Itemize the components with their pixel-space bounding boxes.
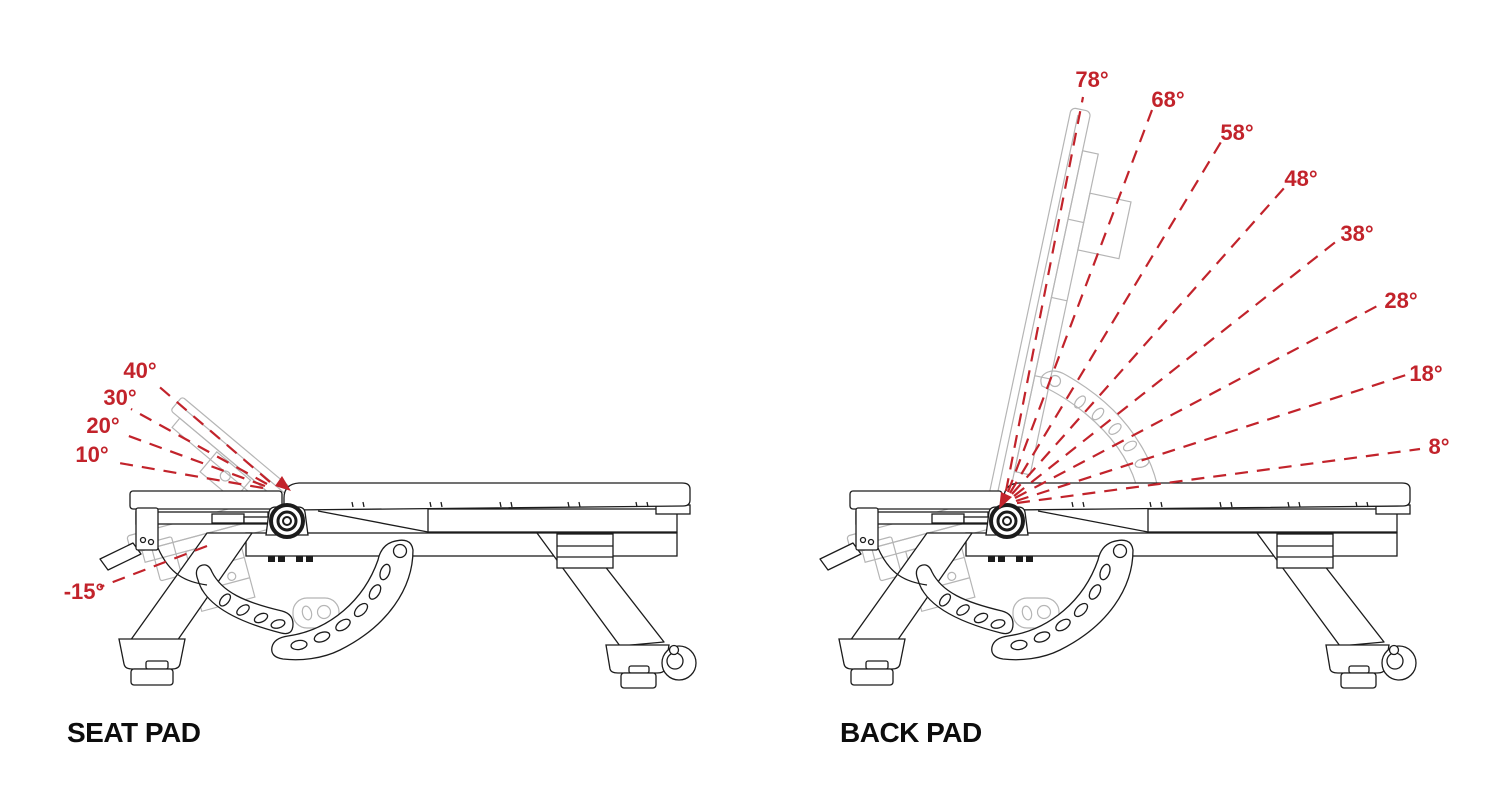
seat-angle-line-20 bbox=[125, 433, 266, 488]
back-angle-line-78 bbox=[1004, 96, 1085, 492]
back-angle-label-8: 8° bbox=[1428, 434, 1449, 459]
back-pad-title: BACK PAD bbox=[840, 717, 982, 748]
seat-angle-line-10 bbox=[118, 461, 264, 490]
back-pad-diagram: 78° 68° 58° 48° 38° 28° 18° 8° BACK PAD bbox=[818, 67, 1450, 748]
seat-angle-label-10: 10° bbox=[75, 442, 108, 467]
back-angle-arrowhead-icon bbox=[999, 492, 1012, 509]
back-angle-label-28: 28° bbox=[1384, 288, 1417, 313]
seat-angle-label-40: 40° bbox=[123, 358, 156, 383]
back-angle-line-28 bbox=[1014, 303, 1382, 499]
seat-angle-line-30 bbox=[130, 408, 268, 485]
seat-angle-label-neg15: -15° bbox=[64, 579, 105, 604]
seat-pad-title: SEAT PAD bbox=[67, 717, 201, 748]
back-angle-label-68: 68° bbox=[1151, 87, 1184, 112]
seat-angle-line-neg15 bbox=[99, 544, 208, 589]
back-angle-label-58: 58° bbox=[1220, 120, 1253, 145]
back-angle-line-38 bbox=[1013, 239, 1339, 497]
back-angle-label-48: 48° bbox=[1284, 166, 1317, 191]
seat-angle-arrowhead-icon bbox=[275, 476, 291, 491]
back-angle-line-68 bbox=[1006, 109, 1154, 493]
back-angle-line-18 bbox=[1015, 373, 1407, 503]
seat-angle-line-40 bbox=[155, 383, 271, 483]
back-angle-line-8 bbox=[1016, 447, 1421, 505]
back-angle-label-78: 78° bbox=[1075, 67, 1108, 92]
bench-line-drawing-back bbox=[818, 481, 1418, 690]
back-angle-label-18: 18° bbox=[1409, 361, 1442, 386]
seat-pad-diagram: 40° 30° 20° 10° -15° SEAT PAD bbox=[64, 358, 698, 748]
ghost-back-pad-raised bbox=[986, 107, 1132, 511]
back-angle-line-58 bbox=[1009, 141, 1222, 494]
seat-angle-label-30: 30° bbox=[103, 385, 136, 410]
back-angle-line-48 bbox=[1011, 186, 1286, 495]
bench-line-drawing-seat bbox=[98, 481, 698, 690]
seat-angle-label-20: 20° bbox=[86, 413, 119, 438]
back-angle-label-38: 38° bbox=[1340, 221, 1373, 246]
